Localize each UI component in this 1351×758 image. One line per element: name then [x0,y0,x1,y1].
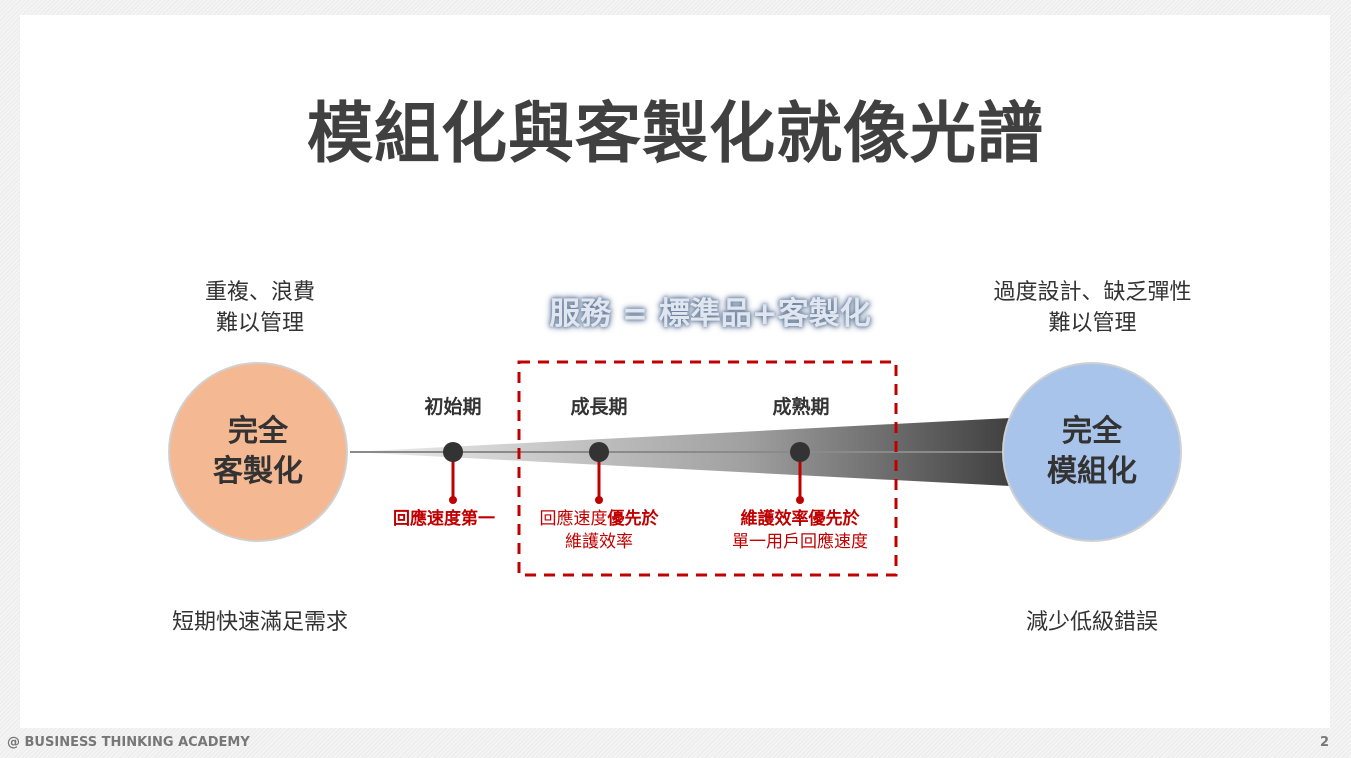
standard-custom-box [517,360,898,577]
full-modularization-circle: 完全模組化 [1002,362,1182,542]
left-concern-1: 重複、浪費 [204,280,315,305]
stage-growth-note: 回應速度優先於 維護效率 [519,508,679,554]
left-circle-line2: 客製化 [213,454,303,489]
left-circle-line1: 完全 [228,414,288,449]
right-concerns: 過度設計、缺乏彈性 難以管理 [940,277,1245,339]
right-circle-line2: 模組化 [1047,454,1137,489]
service-equation: 服務 = 標準品+客製化 [549,296,871,332]
growth-note-line2: 維護效率 [565,532,633,552]
stage-marker-1 [443,442,463,504]
right-circle-line1: 完全 [1062,414,1122,449]
right-concern-1: 過度設計、缺乏彈性 [993,280,1192,305]
left-concerns: 重複、浪費 難以管理 [140,277,380,339]
mature-note-bold: 維護效率優先於 [740,509,860,529]
right-concern-2: 難以管理 [1048,311,1137,336]
left-benefit: 短期快速滿足需求 [171,610,348,635]
stage-initial-note: 回應速度第一 [393,509,495,529]
mature-note-line2: 單一用戶回應速度 [732,532,868,552]
footer-brand: @ BUSINESS THINKING ACADEMY [7,735,250,750]
stage-mature: 成熟期 [772,396,830,418]
stage-marker-2 [589,442,609,504]
stage-marker-3 [790,442,810,504]
page-number: 2 [1319,735,1329,750]
slide-title: 模組化與客製化就像光譜 [307,95,1044,172]
growth-note-bold: 優先於 [607,509,659,529]
full-customization-circle: 完全客製化 [168,362,348,542]
stage-growth: 成長期 [570,396,628,418]
stage-mature-note: 維護效率優先於 單一用戶回應速度 [715,508,885,554]
stage-initial: 初始期 [424,396,482,418]
growth-note-normal: 回應速度 [539,509,608,529]
right-benefit: 減少低級錯誤 [1025,610,1158,635]
left-concern-2: 難以管理 [215,311,304,336]
